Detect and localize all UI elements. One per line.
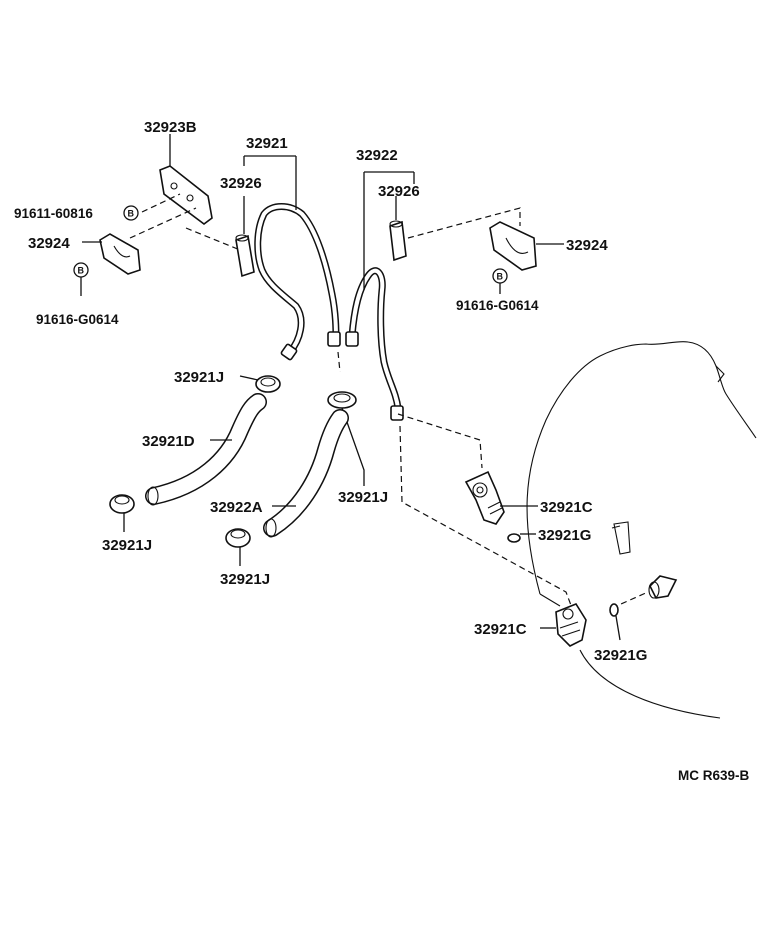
- bolt-marker-letter: B: [497, 272, 504, 282]
- dashed-hose-clamp-right: [407, 207, 521, 239]
- label-32921g-upper: 32921G: [538, 527, 591, 544]
- hose-32922a: [263, 409, 349, 538]
- transmission-outline: [526, 341, 757, 595]
- bracket-32923b: [159, 165, 213, 225]
- pipe-32922: [345, 267, 404, 421]
- fitting-small: [611, 521, 631, 555]
- hose-32926-right: [389, 220, 407, 262]
- hose-32926-left: [235, 234, 255, 278]
- hose-32921d: [145, 393, 267, 506]
- seal-32921g-upper: [507, 533, 521, 543]
- transmission-tab: [715, 365, 725, 383]
- pipe-32921: [254, 203, 341, 361]
- union-32921c-upper: [464, 470, 505, 525]
- label-32921j-pipe: 32921J: [338, 489, 388, 506]
- label-32921c-lower: 32921C: [474, 621, 527, 638]
- label-32921c-upper: 32921C: [540, 499, 593, 516]
- label-32922: 32922: [356, 147, 398, 164]
- dashed-bracket-clamp: [185, 227, 241, 251]
- leader-32922: [363, 171, 415, 290]
- bolt-marker-letter: B: [78, 266, 85, 276]
- label-91611-60816: 91611-60816: [14, 206, 93, 221]
- label-32924-right: 32924: [566, 237, 608, 254]
- dashed-pipe-union-upper: [397, 413, 483, 469]
- clamp-32924-left: [99, 233, 141, 275]
- diagram-code: MC R639-B: [678, 768, 750, 783]
- dashed-seal-hose: [611, 591, 649, 609]
- transmission-inner: [539, 593, 721, 719]
- label-32924-left: 32924: [28, 235, 70, 252]
- label-91616-right: 91616-G0614: [456, 298, 539, 313]
- leader-32921j-a: [239, 375, 259, 381]
- label-91616-left: 91616-G0614: [36, 312, 119, 327]
- label-32923b: 32923B: [144, 119, 197, 136]
- bolt-marker-91611: [123, 205, 139, 221]
- label-32926-right: 32926: [378, 183, 420, 200]
- leader-32921j-pipe: [341, 407, 365, 486]
- union-32921c-lower: [555, 603, 587, 647]
- label-32926-left: 32926: [220, 175, 262, 192]
- label-32921j-a: 32921J: [174, 369, 224, 386]
- label-32921g-lower: 32921G: [594, 647, 647, 664]
- clamp-32924-right: [489, 221, 537, 271]
- hose-stub-right: [648, 575, 678, 599]
- label-32922a: 32922A: [210, 499, 263, 516]
- clip-32921j-b: [109, 494, 135, 514]
- dashed-bracket-bolt: [141, 193, 181, 213]
- seal-32921g-lower: [609, 603, 619, 617]
- label-32921j-c: 32921J: [220, 571, 270, 588]
- label-32921j-b: 32921J: [102, 537, 152, 554]
- leader-32921g-lower: [615, 615, 621, 641]
- bolt-marker-letter: B: [128, 209, 135, 219]
- label-32921d: 32921D: [142, 433, 195, 450]
- clip-32921j-a: [255, 375, 281, 393]
- clip-32921j-c: [225, 528, 251, 548]
- leader-32921-top: [243, 155, 297, 210]
- dashed-clamp-upper: [129, 207, 197, 239]
- clip-32921j-pipe: [327, 391, 357, 409]
- label-32921: 32921: [246, 135, 288, 152]
- dashed-pipe-union-lower: [337, 351, 573, 609]
